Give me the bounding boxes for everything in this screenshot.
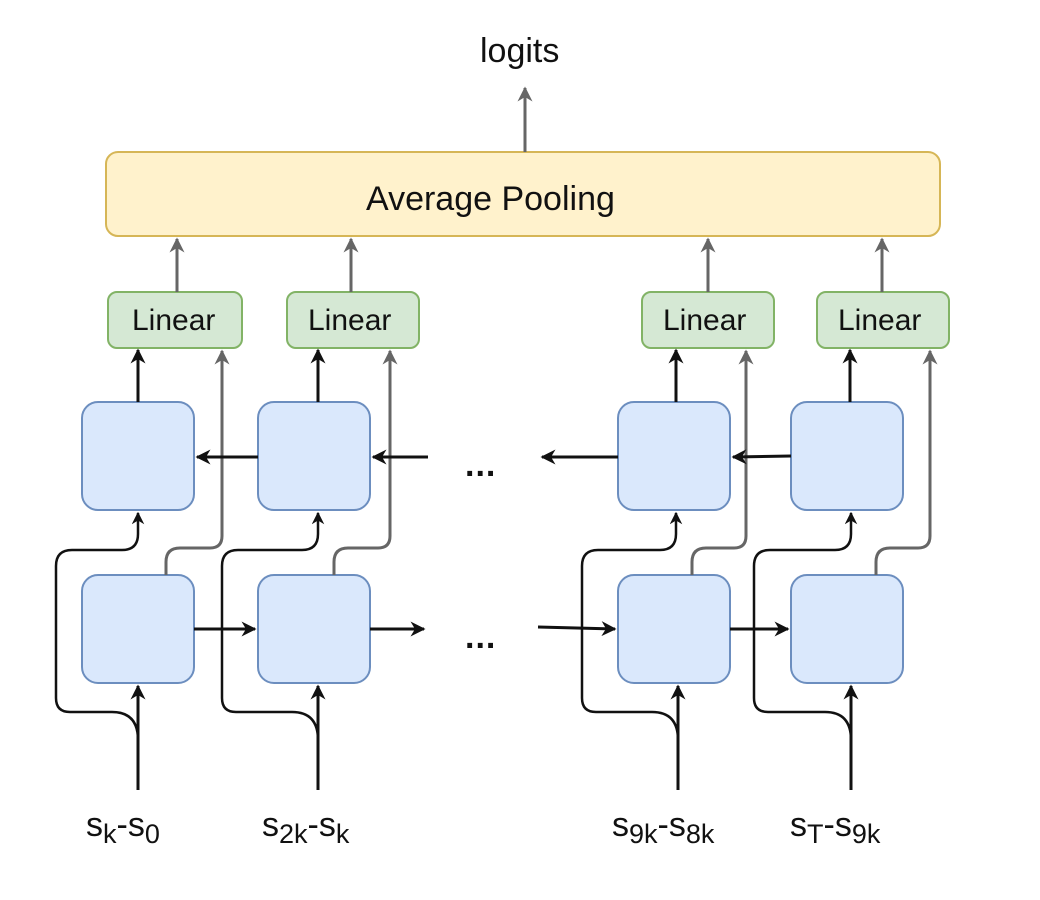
input-4-a: s (790, 806, 807, 844)
input-2-b: s (318, 806, 336, 844)
linear-label-2: Linear (308, 304, 392, 337)
input-4-b: s (834, 806, 852, 844)
input-to-backward-arrow-3 (580, 511, 683, 741)
input-4-b-sub: 9k (851, 819, 881, 849)
forward-to-linear-arrow-1 (164, 349, 230, 575)
input-3-b: s (668, 806, 686, 844)
forward-to-linear-arrow-2 (332, 349, 398, 575)
forward-cell-4 (790, 574, 904, 684)
input-1-b-sub: 0 (144, 819, 160, 849)
backward-cell-2 (257, 401, 371, 511)
input-4-a-sub: T (807, 819, 824, 849)
input-to-backward-arrow-1 (54, 511, 145, 741)
forward-cell-2 (257, 574, 371, 684)
input-2-a: s (262, 806, 279, 844)
input-2-dash: - (307, 806, 319, 844)
input-to-backward-arrow-2 (220, 511, 325, 741)
forward-cell-3 (617, 574, 731, 684)
backward-cell-4 (790, 401, 904, 511)
input-1-a: s (86, 806, 103, 844)
input-2-b-sub: k (335, 819, 350, 849)
input-label-4: sT-s9k (790, 806, 880, 849)
average-pooling-block (105, 151, 941, 237)
linear-block-1 (107, 291, 243, 349)
input-label-3: s9k-s8k (612, 806, 714, 849)
linear-block-2 (286, 291, 420, 349)
input-label-2: s2k-sk (262, 806, 349, 849)
backward-recurrence-arrow-4 (731, 449, 792, 465)
forward-ellipsis: ... (465, 618, 497, 656)
input-1-b: s (127, 806, 145, 844)
forward-recurrence-arrow-3 (537, 621, 617, 637)
input-4-dash: - (823, 806, 835, 844)
input-label-1: sk-s0 (86, 806, 160, 849)
backward-cell-3 (617, 401, 731, 511)
input-3-dash: - (657, 806, 669, 844)
input-3-b-sub: 8k (685, 819, 715, 849)
linear-label-4: Linear (838, 304, 922, 337)
input-to-backward-arrow-4 (752, 511, 858, 741)
input-1-dash: - (116, 806, 128, 844)
input-1-a-sub: k (103, 819, 117, 849)
forward-to-linear-arrow-4 (874, 349, 938, 575)
output-label: logits (480, 32, 560, 70)
backward-cell-1 (81, 401, 195, 511)
backward-ellipsis: ... (465, 446, 497, 484)
input-3-a: s (612, 806, 629, 844)
linear-label-3: Linear (663, 304, 747, 337)
forward-cell-1 (81, 574, 195, 684)
forward-to-linear-arrow-3 (690, 349, 754, 575)
linear-label-1: Linear (132, 304, 216, 337)
input-3-a-sub: 9k (629, 819, 658, 849)
pooling-label: Average Pooling (366, 180, 615, 218)
input-2-a-sub: 2k (279, 819, 308, 849)
